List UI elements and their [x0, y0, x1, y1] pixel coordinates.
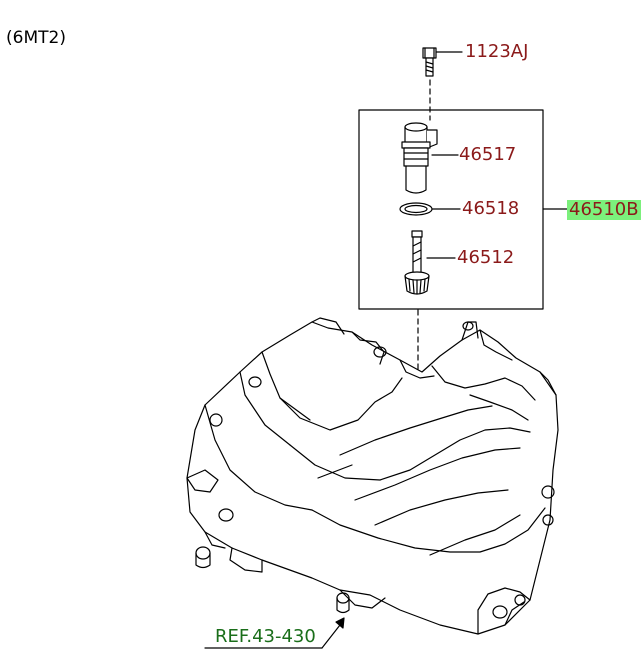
transmission-case — [186, 317, 559, 635]
variant-label: (6MT2) — [6, 28, 66, 48]
part-label-oring[interactable]: 46518 — [462, 198, 520, 219]
part-label-bolt[interactable]: 1123AJ — [465, 41, 529, 62]
part-label-gear[interactable]: 46512 — [457, 247, 515, 268]
part-label-sensor[interactable]: 46517 — [459, 144, 517, 165]
reference-link[interactable]: REF.43-430 — [215, 626, 316, 647]
part-label-assembly[interactable]: 46510B — [567, 199, 641, 220]
driven-gear-part[interactable] — [404, 230, 430, 295]
bolt-part[interactable] — [422, 47, 437, 77]
speed-sensor-part[interactable] — [401, 122, 438, 194]
o-ring-part[interactable] — [399, 202, 433, 216]
reference-arrow — [204, 617, 345, 649]
